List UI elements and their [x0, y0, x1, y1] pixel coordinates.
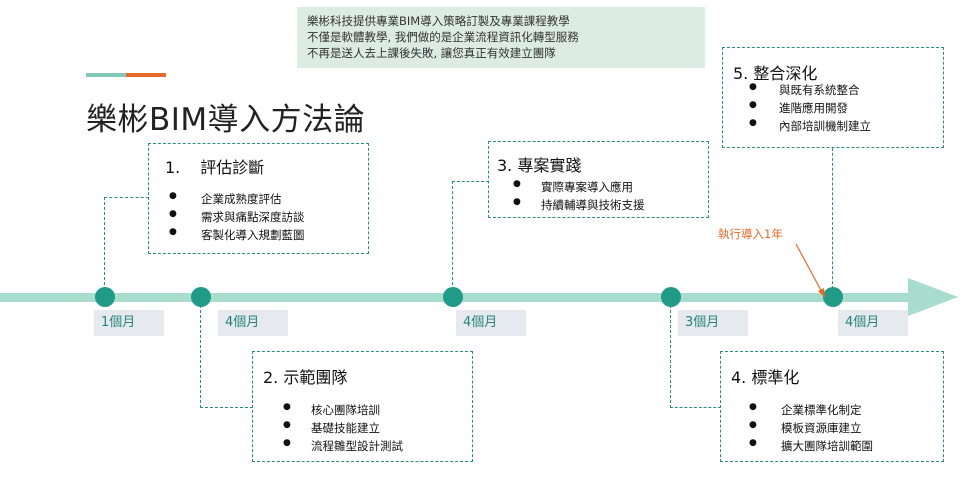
- list-item: ●與既有系統整合: [749, 82, 860, 97]
- list-item: ●需求與痛點深度訪談: [169, 209, 305, 224]
- list-item: ●客製化導入規劃藍圖: [169, 227, 305, 242]
- list-item: ●進階應用開發: [749, 100, 848, 115]
- phase-2-heading: 2. 示範團隊: [263, 368, 348, 387]
- connector-phase-1: [104, 197, 149, 290]
- connector-phase-5: [832, 148, 833, 289]
- list-item: ●流程雛型設計測試: [283, 438, 403, 453]
- phase-1-heading: 1. 評估診斷: [165, 154, 264, 178]
- duration-label-5: 4個月: [838, 310, 908, 336]
- phase-4-box: 4. 標準化 ●企業標準化制定 ●模板資源庫建立 ●擴大團隊培訓範圍: [720, 351, 944, 462]
- connector-phase-3: [452, 181, 489, 290]
- list-item: ●內部培訓機制建立: [749, 118, 871, 133]
- page-title: 樂彬BIM導入方法論: [86, 102, 366, 138]
- duration-label-2: 4個月: [218, 310, 288, 336]
- duration-label-1: 1個月: [94, 310, 164, 336]
- timeline-node-3: [443, 287, 463, 307]
- intro-line-3: 不再是送人去上課後失敗, 讓您真正有效建立團隊: [307, 46, 556, 60]
- list-item: ●企業成熟度評估: [169, 191, 282, 206]
- phase-3-box: 3. 專案實踐 ●實際專案導入應用 ●持續輔導與技術支援: [488, 141, 709, 218]
- list-item: ●企業標準化制定: [749, 402, 862, 417]
- connector-phase-4: [670, 305, 721, 408]
- list-item: ●實際專案導入應用: [513, 179, 633, 194]
- annotation-arrow-icon: [795, 243, 825, 298]
- execution-annotation: 執行導入1年: [718, 227, 783, 241]
- phase-5-heading: 5. 整合深化: [733, 64, 818, 83]
- timeline-node-1: [95, 287, 115, 307]
- list-item: ●持續輔導與技術支援: [513, 197, 645, 212]
- phase-1-box: 1. 評估診斷 ●企業成熟度評估 ●需求與痛點深度訪談 ●客製化導入規劃藍圖: [148, 143, 369, 254]
- title-accent-orange: [126, 73, 166, 77]
- list-item: ●模板資源庫建立: [749, 420, 862, 435]
- phase-1-title: 評估診斷: [200, 158, 265, 177]
- phase-1-list: ●企業成熟度評估 ●需求與痛點深度訪談 ●客製化導入規劃藍圖: [169, 191, 305, 245]
- connector-phase-2: [200, 305, 253, 408]
- timeline-node-2: [191, 287, 211, 307]
- phase-4-list: ●企業標準化制定 ●模板資源庫建立 ●擴大團隊培訓範圍: [749, 402, 873, 456]
- phase-3-heading: 3. 專案實踐: [497, 156, 582, 175]
- phase-2-box: 2. 示範團隊 ●核心團隊培訓 ●基礎技能建立 ●流程雛型設計測試: [252, 351, 473, 462]
- list-item: ●核心團隊培訓: [283, 402, 380, 417]
- intro-line-1: 樂彬科技提供專業BIM導入策略訂製及專業課程教學: [307, 14, 570, 28]
- duration-label-4: 3個月: [678, 310, 748, 336]
- intro-banner: 樂彬科技提供專業BIM導入策略訂製及專業課程教學 不僅是軟體教學, 我們做的是企…: [297, 7, 705, 68]
- phase-2-list: ●核心團隊培訓 ●基礎技能建立 ●流程雛型設計測試: [283, 402, 403, 456]
- list-item: ●擴大團隊培訓範圍: [749, 438, 873, 453]
- title-accent-teal: [86, 73, 126, 77]
- phase-1-number: 1.: [165, 158, 181, 177]
- timeline-arrowhead: [908, 278, 958, 316]
- timeline-node-4: [661, 287, 681, 307]
- phase-5-box: 5. 整合深化 ●與既有系統整合 ●進階應用開發 ●內部培訓機制建立: [722, 47, 944, 148]
- timeline-node-5: [823, 287, 843, 307]
- intro-line-2: 不僅是軟體教學, 我們做的是企業流程資訊化轉型服務: [307, 30, 579, 44]
- duration-label-3: 4個月: [456, 310, 526, 336]
- phase-5-list: ●與既有系統整合 ●進階應用開發 ●內部培訓機制建立: [749, 82, 871, 136]
- list-item: ●基礎技能建立: [283, 420, 380, 435]
- phase-4-heading: 4. 標準化: [731, 368, 800, 387]
- phase-3-list: ●實際專案導入應用 ●持續輔導與技術支援: [513, 179, 645, 215]
